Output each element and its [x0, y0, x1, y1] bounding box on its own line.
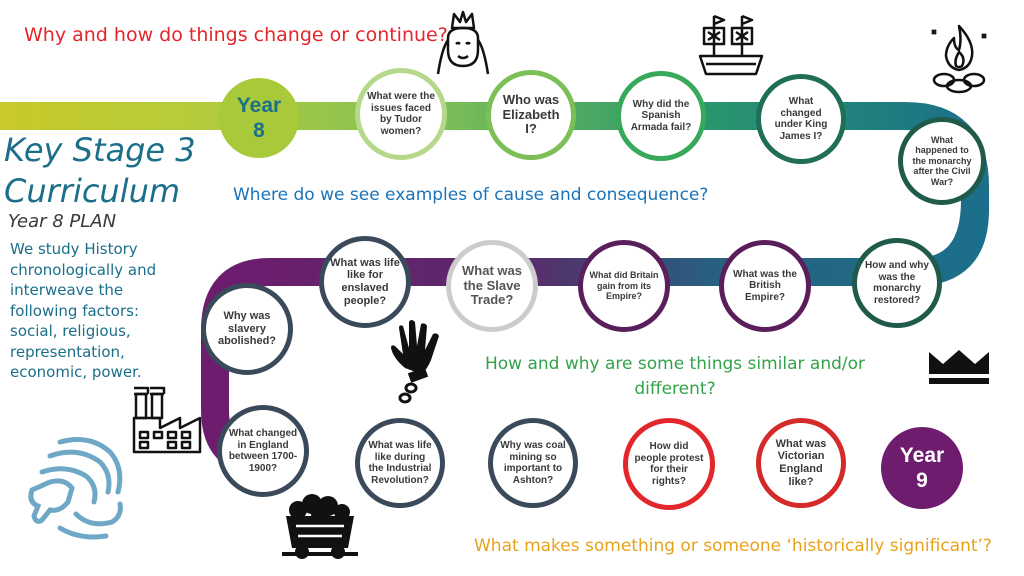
- topic-label: What changed in England between 1700-190…: [228, 428, 298, 474]
- question-cause-consequence: Where do we see examples of cause and co…: [233, 185, 709, 205]
- topic-label: What was life like for enslaved people?: [330, 256, 400, 307]
- topic-british-empire: What was the British Empire?: [719, 240, 811, 332]
- topic-tudor-women: What were the issues faced by Tudor wome…: [355, 68, 447, 160]
- chained-hand-icon: [391, 320, 439, 404]
- topic-label: What was life like during the Industrial…: [368, 440, 432, 486]
- page-subtitle: Year 8 PLAN: [8, 211, 117, 232]
- topic-slavery-abolished: Why was slavery abolished?: [201, 283, 293, 375]
- year-8-label: Year 8: [236, 93, 282, 142]
- topic-label: What did Britain gain from its Empire?: [589, 270, 659, 302]
- year-9-marker: Year 9: [881, 427, 963, 509]
- topic-label: What changed under King James I?: [774, 96, 828, 142]
- coal-cart-icon: [282, 494, 358, 559]
- page-title-line-2: Curriculum: [4, 172, 181, 210]
- topic-label: How did people protest for their rights?: [634, 441, 704, 487]
- topic-label: What was the Slave Trade?: [462, 262, 522, 308]
- topic-label: How and why was the monarchy restored?: [865, 260, 929, 306]
- topic-label: Why was coal mining so important to Asht…: [500, 440, 566, 486]
- factory-icon: [132, 386, 202, 454]
- topic-monarchy-restored: How and why was the monarchy restored?: [852, 238, 942, 328]
- galleon-ship-icon: [698, 14, 764, 76]
- top-question: Why and how do things change or continue…: [24, 24, 448, 46]
- topic-label: What happened to the monarchy after the …: [912, 135, 972, 187]
- topic-england-1700-1900: What changed in England between 1700-190…: [217, 405, 309, 497]
- topic-label: Why did the Spanish Armada fail?: [630, 98, 692, 133]
- topic-king-james-i: What changed under King James I?: [756, 74, 846, 164]
- topic-elizabeth-i: Who was Elizabeth I?: [486, 70, 576, 160]
- topic-monarchy-civil-war: What happened to the monarchy after the …: [898, 117, 986, 205]
- topic-label: What were the issues faced by Tudor wome…: [367, 91, 435, 137]
- topic-slave-trade: What was the Slave Trade?: [446, 240, 538, 332]
- year-8-marker: Year 8: [219, 78, 299, 158]
- topic-label: Who was Elizabeth I?: [502, 91, 560, 137]
- lion-logo-icon: [28, 437, 123, 540]
- crown-icon: [929, 350, 989, 384]
- bonfire-icon: [931, 24, 987, 94]
- topic-victorian-england: What was Victorian England like?: [756, 418, 846, 508]
- topic-spanish-armada: Why did the Spanish Armada fail?: [616, 71, 706, 161]
- intro-text: We study History chronologically and int…: [10, 240, 157, 381]
- topic-industrial-revolution: What was life like during the Industrial…: [355, 418, 445, 508]
- topic-label: What was Victorian England like?: [775, 437, 827, 488]
- question-similar-different: How and why are some things similar and/…: [484, 354, 866, 399]
- topic-coal-mining-ashton: Why was coal mining so important to Asht…: [488, 418, 578, 508]
- topic-enslaved-people: What was life like for enslaved people?: [319, 236, 411, 328]
- topic-empire-gain: What did Britain gain from its Empire?: [578, 240, 670, 332]
- topic-label: Why was slavery abolished?: [217, 310, 277, 348]
- queen-icon: [436, 10, 490, 75]
- question-historical-significance: What makes something or someone ‘histori…: [474, 536, 992, 556]
- topic-protest-rights: How did people protest for their rights?: [623, 418, 715, 510]
- topic-label: What was the British Empire?: [733, 268, 797, 303]
- year-9-label: Year 9: [899, 443, 945, 492]
- page-title-line-1: Key Stage 3: [4, 131, 196, 169]
